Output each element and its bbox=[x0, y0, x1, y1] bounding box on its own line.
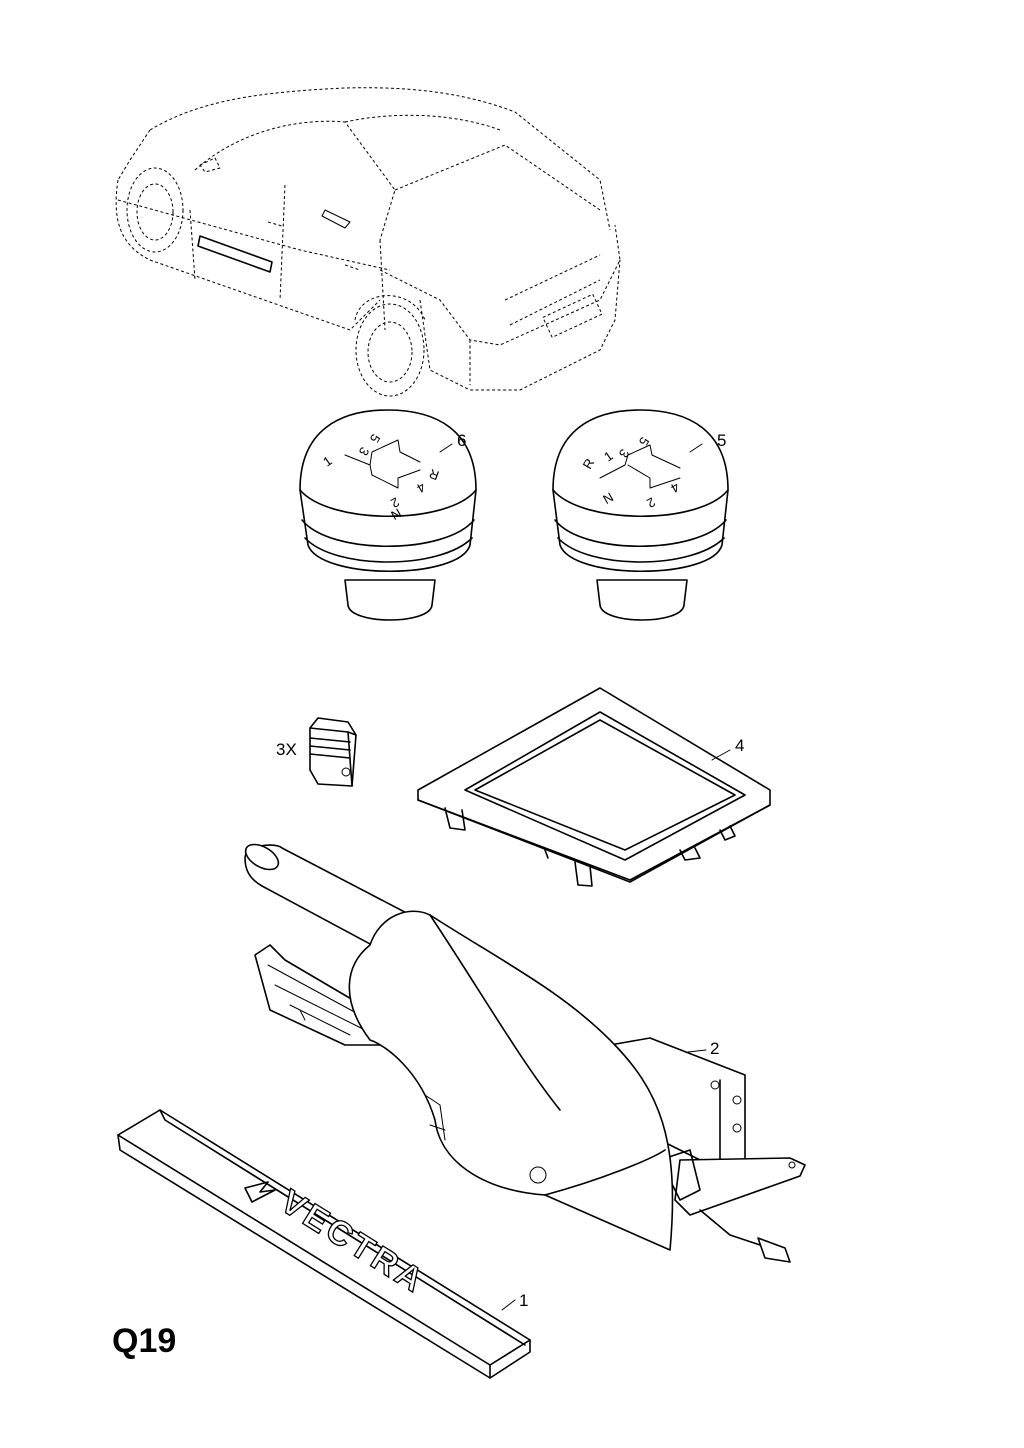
trim-clip bbox=[309, 717, 357, 787]
gear-lever-trim-frame bbox=[417, 687, 771, 887]
leader-lines bbox=[439, 443, 731, 1311]
sheet-id: Q19 bbox=[112, 1322, 177, 1360]
shift-knob-6: 1 3 5 R 2 4 N bbox=[299, 409, 477, 621]
callout-6: 6 bbox=[457, 431, 467, 450]
callout-5: 5 bbox=[717, 431, 727, 450]
callout-1: 1 bbox=[519, 1291, 529, 1310]
shift-knob-5: 1 3 5 R 2 4 N bbox=[552, 409, 729, 621]
callout-3-quantity: 3X bbox=[276, 740, 297, 759]
vehicle-reference-illustration bbox=[115, 87, 621, 397]
callout-2: 2 bbox=[710, 1039, 720, 1058]
parking-brake-assembly bbox=[244, 843, 806, 1263]
callout-4: 4 bbox=[735, 736, 745, 755]
